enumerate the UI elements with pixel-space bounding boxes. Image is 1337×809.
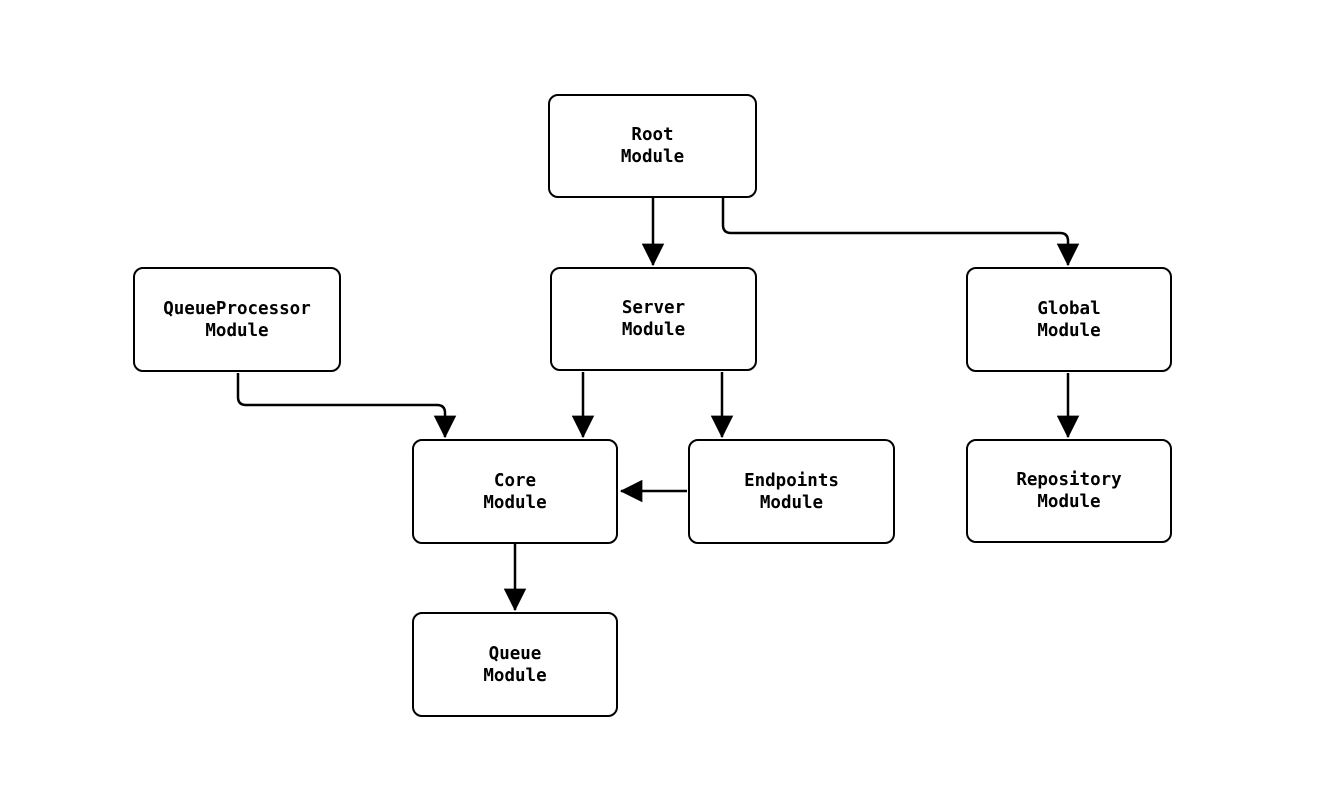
- edge-root-to-global: [721, 198, 1080, 267]
- node-queue-module: Queue Module: [412, 612, 618, 717]
- node-repository-module: Repository Module: [966, 439, 1172, 543]
- edge-queueprocessor-to-core: [236, 373, 457, 439]
- node-server-module: Server Module: [550, 267, 757, 371]
- node-root-module: Root Module: [548, 94, 757, 198]
- node-queueprocessor-module: QueueProcessor Module: [133, 267, 341, 372]
- node-endpoints-module: Endpoints Module: [688, 439, 895, 544]
- node-core-module: Core Module: [412, 439, 618, 544]
- node-global-module: Global Module: [966, 267, 1172, 372]
